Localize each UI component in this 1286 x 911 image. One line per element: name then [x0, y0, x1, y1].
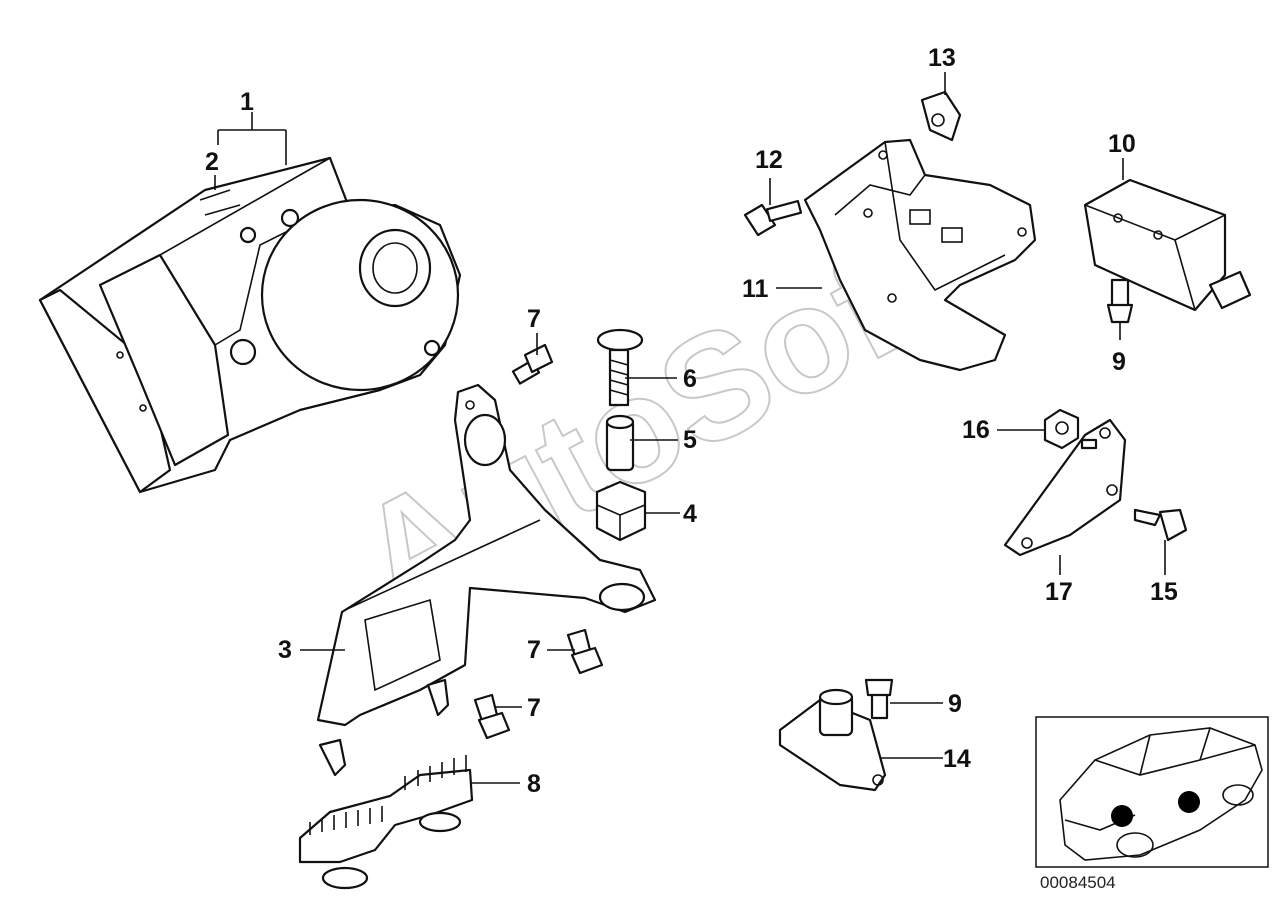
callout-12: 12: [755, 146, 783, 174]
car-locator-thumbnail: [1035, 716, 1269, 868]
screw-7-mid[interactable]: [566, 628, 604, 675]
callout-2: 2: [205, 148, 219, 176]
plate-17[interactable]: [1003, 418, 1127, 557]
callout-11: 11: [742, 275, 769, 303]
car-outline-icon: [1059, 727, 1263, 861]
screw-9-low[interactable]: [864, 678, 894, 720]
callout-17: 17: [1045, 578, 1073, 606]
callout-7b: 7: [527, 636, 541, 664]
callout-9a: 9: [1112, 348, 1126, 376]
abs-bracket[interactable]: [316, 383, 657, 727]
callouts: 1 2 3 4 5 6 7 7 7 8 9 9 10 11 12 13 14 1…: [205, 44, 1178, 798]
callout-8: 8: [527, 770, 541, 798]
clip-nut-13[interactable]: [920, 90, 962, 142]
callout-5: 5: [683, 426, 697, 454]
callout-14: 14: [943, 745, 971, 773]
bolt-spacer-stack[interactable]: [595, 328, 647, 542]
rubber-mount[interactable]: [298, 678, 474, 890]
callout-7c: 7: [527, 694, 541, 722]
callout-1: 1: [240, 88, 254, 116]
screw-7-top[interactable]: [511, 343, 554, 385]
screw-9-top[interactable]: [1106, 278, 1134, 324]
diagram-id: 00084504: [1040, 873, 1116, 892]
control-module-10[interactable]: [1083, 178, 1252, 312]
support-bracket[interactable]: [803, 138, 1037, 372]
location-dot-front: [1111, 805, 1133, 827]
leader-lines: [214, 72, 1166, 784]
abs-hydraulic-unit[interactable]: [38, 156, 462, 494]
callout-10: 10: [1108, 130, 1136, 158]
location-dot-rear: [1178, 791, 1200, 813]
screw-15[interactable]: [1133, 508, 1188, 542]
callout-4: 4: [683, 500, 697, 528]
callout-15: 15: [1150, 578, 1178, 606]
sensor-14[interactable]: [778, 688, 887, 792]
callout-13: 13: [928, 44, 956, 72]
callout-3: 3: [278, 636, 292, 664]
callout-16: 16: [962, 416, 990, 444]
nut-16[interactable]: [1043, 408, 1080, 450]
callout-6: 6: [683, 365, 697, 393]
callout-9b: 9: [948, 690, 962, 718]
bolt-12[interactable]: [743, 199, 803, 237]
callout-7a: 7: [527, 305, 541, 333]
screw-7-low[interactable]: [473, 693, 511, 740]
